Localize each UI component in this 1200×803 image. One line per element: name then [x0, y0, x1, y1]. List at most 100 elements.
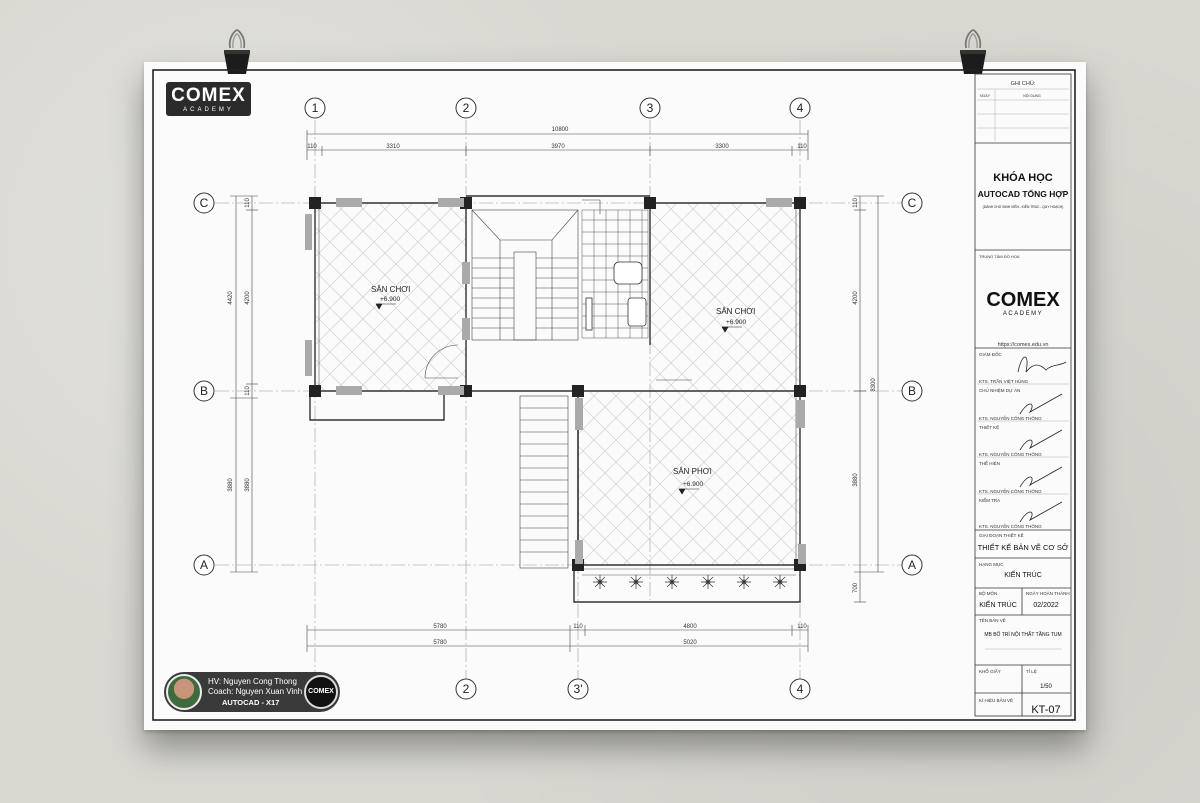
tb-date-value: 02/2022: [1033, 602, 1058, 609]
axis-label: 4: [797, 101, 804, 115]
dim-text: 4800: [683, 624, 697, 630]
tb-code-value: KT-07: [1031, 704, 1060, 716]
dim-text: 3970: [551, 144, 565, 150]
tb-label: HẠNG MỤC: [979, 562, 1004, 567]
tb-url: https://comex.edu.vn: [998, 342, 1049, 348]
tb-label: THỂ HIỆN: [979, 459, 1000, 466]
dim-text: 4200: [853, 291, 859, 305]
dim-text: 3880: [245, 478, 251, 492]
tb-label: KIỂM TRA: [979, 497, 1000, 503]
dim-text: 110: [245, 386, 251, 396]
right-play-area: [650, 203, 800, 391]
tb-label: BỘ MÔN: [979, 590, 997, 596]
dim-text: 110: [797, 144, 807, 150]
dim-text: 3880: [228, 478, 234, 492]
dim-text: 10800: [552, 127, 569, 133]
tb-label: THIẾT KẾ: [979, 424, 999, 430]
axis-bubble-left-b: [193, 380, 215, 402]
student-credit: HV: Nguyen Cong Thong Coach: Nguyen Xuan…: [164, 672, 340, 712]
bathroom: [581, 209, 649, 339]
room-level: +6.900: [683, 481, 703, 488]
tb-label: NGÀY HOÀN THÀNH: [1026, 590, 1070, 596]
axis-bubble-bottom-3p: [567, 678, 589, 700]
dim-text: 3300: [715, 144, 729, 150]
axis-label: A: [200, 558, 208, 572]
tb-name: KTS. NGUYỄN CÔNG THÔNG: [979, 451, 1042, 457]
dim-text: 110: [245, 198, 251, 208]
left-play-area: [315, 203, 466, 391]
comex-round-logo: COMEX: [304, 675, 338, 709]
student-avatar: [166, 674, 202, 710]
tb-course-sub: (DÀNH CHO SINH VIÊN - KIẾN TRÚC - QUY HO…: [983, 204, 1064, 209]
badge-brand: COMEX: [171, 85, 246, 106]
dim-text: 700: [853, 582, 859, 593]
course-code: AUTOCAD - X17: [222, 698, 280, 707]
axis-label: C: [200, 196, 209, 210]
room-name: SÂN CHƠI: [716, 307, 755, 316]
axis-bubble-bottom-2: [455, 678, 477, 700]
axis-label: 2: [463, 682, 470, 696]
axis-label: 4: [797, 682, 804, 696]
dim-text: 110: [797, 624, 807, 630]
axis-label: 3: [647, 101, 654, 115]
axis-label: 2: [463, 101, 470, 115]
tb-notes-col: NỘI DUNG: [1023, 93, 1041, 98]
axis-label: B: [908, 384, 916, 398]
dim-text: 4420: [228, 291, 234, 305]
tb-dept-value: KIẾN TRÚC: [979, 599, 1017, 609]
tb-name: KTS. NGUYỄN CÔNG THÔNG: [979, 488, 1042, 494]
tb-label: GIÁM ĐỐC: [979, 351, 1003, 357]
dim-text: 110: [307, 144, 317, 150]
axis-label: 1: [312, 101, 319, 115]
axis-label: B: [200, 384, 208, 398]
tb-drawing-value: MB BỐ TRÍ NỘI THẤT TẦNG TUM: [984, 631, 1061, 638]
room-name: SÂN PHƠI: [673, 467, 712, 476]
dim-text: 110: [573, 624, 583, 630]
axis-bubble-bottom-4: [789, 678, 811, 700]
title-block: [974, 73, 1072, 717]
student-name: HV: Nguyen Cong Thong: [208, 677, 297, 686]
axis-bubble-left-a: [193, 554, 215, 576]
binder-clip-left: [224, 29, 250, 74]
tb-label: TỈ LỆ: [1026, 667, 1037, 674]
sink-icon: [627, 297, 647, 327]
dim-text: 3880: [853, 473, 859, 487]
axis-label: 3': [574, 682, 583, 696]
dim-text: 8300: [871, 378, 877, 392]
tb-brand: COMEX: [986, 289, 1060, 311]
sheet-border: [152, 69, 1076, 721]
comex-logo-badge: COMEX ACADEMY: [166, 82, 251, 116]
axis-bubble-top-2: [455, 97, 477, 119]
axis-label: C: [908, 196, 917, 210]
signature-marks: [1017, 356, 1067, 523]
tb-name: KTS. TRẦN VIỆT HÙNG: [979, 377, 1029, 384]
room-name: SÂN CHƠI: [371, 285, 410, 294]
dim-text: 4200: [245, 291, 251, 305]
tb-phase-value: THIẾT KẾ BẢN VẼ CƠ SỞ: [978, 542, 1069, 552]
tb-label: KÍ HIỆU BẢN VẼ: [979, 696, 1013, 703]
tb-scale-value: 1/50: [1040, 684, 1052, 690]
dim-text: 5780: [433, 624, 447, 630]
tb-label: TÊN BẢN VẼ: [979, 616, 1006, 623]
badge-sub: ACADEMY: [183, 107, 234, 113]
toilet-icon: [613, 261, 643, 285]
axis-bubble-top-3: [639, 97, 661, 119]
tb-notes-header: GHI CHÚ:: [1011, 80, 1036, 87]
dim-text: 5780: [433, 640, 447, 646]
tb-course-title: AUTOCAD TỔNG HỢP: [978, 188, 1069, 199]
tb-name: KTS. NGUYỄN CÔNG THÔNG: [979, 415, 1042, 421]
binder-clip-right: [960, 29, 986, 74]
dim-text: 110: [853, 198, 859, 208]
axis-bubble-right-a: [901, 554, 923, 576]
tb-notes-col: NGÀY: [980, 94, 991, 98]
tb-label: KHỔ GIẤY: [979, 668, 1001, 674]
tb-label: GIAI ĐOẠN THIẾT KẾ: [979, 532, 1024, 538]
axis-bubble-left-c: [193, 192, 215, 214]
tb-label: CHỦ NHIỆM DỰ ÁN: [979, 386, 1020, 393]
room-level: +6.900: [726, 319, 746, 326]
axis-bubble-right-b: [901, 380, 923, 402]
axis-label: A: [908, 558, 916, 572]
axis-bubble-right-c: [901, 192, 923, 214]
dim-text: 3310: [386, 144, 400, 150]
